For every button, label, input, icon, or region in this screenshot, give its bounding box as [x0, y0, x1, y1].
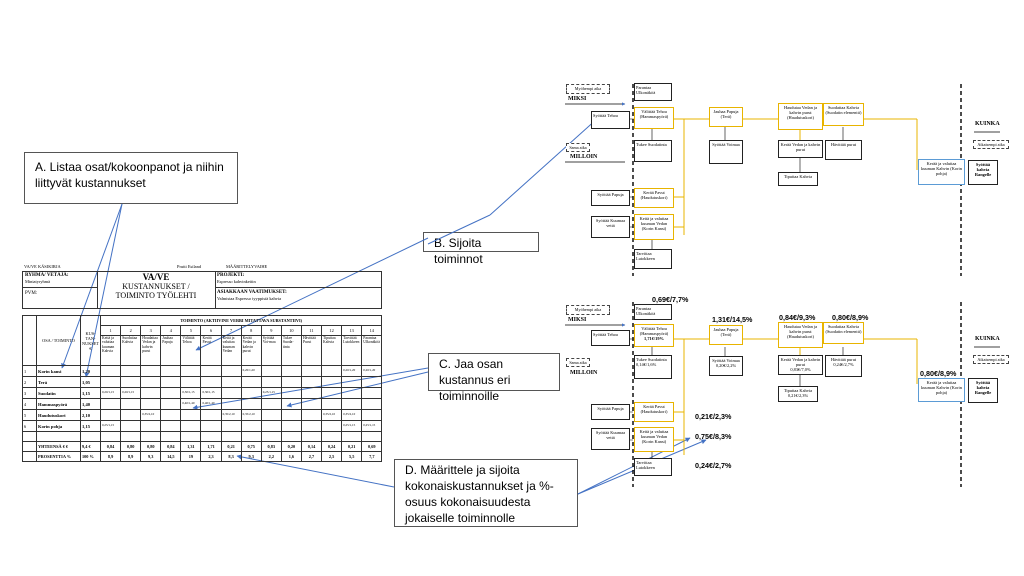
box-syottaa-kuumaa-top: Syöttää Kuumaa vettä [591, 216, 630, 238]
callout-c-text: C. Jaa osan kustannus eri toiminnoille [439, 357, 511, 403]
callout-a: A. Listaa osat/kokoonpanot ja niihin lii… [24, 152, 238, 204]
project-cell: PROJEKTI: Espresso kahvinkeitin ASIAKKAA… [215, 272, 381, 309]
callout-d: D. Määrittele ja sijoita kokonaiskustann… [394, 459, 578, 527]
box-syottaa-tehoa-bottom: Syöttää Tehoa [591, 330, 630, 346]
worksheet-top-left: VA/VE KÄSIKIRJA [24, 264, 61, 269]
cost-keraa-kahvin: 0,80€/8,9% [920, 369, 957, 378]
milloin-label-bottom: MILLOIN [570, 370, 598, 376]
cost-parantaa: 0,69€/7,7% [652, 295, 689, 304]
worksheet-top-right: MÄÄRITTELYVAIHE [226, 264, 268, 269]
group-value: Miniatyryhmä [25, 279, 51, 284]
kuinka-label-top: KUINKA [975, 121, 1000, 127]
callout-b: B. Sijoita toiminnot [423, 232, 539, 266]
percent-cell: 7,7 [361, 451, 383, 462]
cost-activity-table: OSA / TOIMINTO KUS-TAN-NUKSET € TOIMINTO… [22, 315, 383, 462]
cost-keraa-vedan: 0,83€/7,0% [790, 367, 811, 373]
group-cell: RYHMÄ/ VETÄJÄ: Miniatyryhmä PVM: [23, 272, 98, 309]
worksheet-header: RYHMÄ/ VETÄJÄ: Miniatyryhmä PVM: VA/VE K… [22, 271, 382, 309]
cost-valittaa: 1,71€/19% [644, 336, 664, 342]
group-label: RYHMÄ/ VETÄJÄ: [25, 273, 69, 278]
cost-jauhaa: 1,31€/14,5% [712, 315, 753, 324]
box-syottaa-papuja-top: Syöttää Papuja [591, 190, 630, 206]
box-parantaa-top: Parantaa Ulkonäköä [634, 83, 672, 101]
box-suodattaa-top: Suodattaa Kahvia(Suodatin elementti) [823, 103, 864, 126]
callout-a-text: A. Listaa osat/kokoonpanot ja niihin lii… [35, 160, 224, 190]
milloin-label: MILLOIN [570, 154, 598, 160]
box-havittaa-top: Hävittää purut [825, 140, 862, 160]
col-function-name: Keitä ja valuttaa kuuman Kahvia [99, 335, 122, 366]
cost-syottaa-voimaa: 0,20€/2,2% [715, 363, 737, 369]
worksheet-top-mid: Prutti Esiland [177, 264, 202, 269]
box-keitaa-top: Keitä ja valuttaa kuuman Vedan(Korin Kan… [634, 214, 674, 240]
box-jauhaa-bottom: Jauhaa Papuja(Terä) [709, 325, 743, 345]
cost-keraa-pavut: 0,21€/2,3% [695, 412, 732, 421]
box-parantaa-bottom: Parantaa Ulkonäköä [634, 304, 672, 320]
cost-tiputtaa: 0,21€/2,3% [787, 393, 809, 399]
box-tiputtaa-top: Tiputtaa Kahvia [778, 172, 818, 186]
box-jauhaa-top: Jauhaa Papuja(Terä) [709, 107, 743, 127]
box-syottaa-papuja-bottom: Syöttää Papuja [591, 404, 630, 420]
box-keraa-vedan-top: Kerää Vedan ja kahvin purut [778, 140, 823, 158]
later-time-box-bottom: Myöhempi aika [566, 305, 610, 315]
cost-havittaa: 0,24€/2,7% [833, 362, 854, 368]
callout-d-text: D. Määrittele ja sijoita kokonaiskustann… [405, 463, 554, 525]
header-osa: OSA / TOIMINTO [36, 315, 81, 366]
miksi-label: MIKSI [568, 96, 587, 102]
later-time-box: Myöhempi aika [566, 84, 610, 94]
box-tarvittaa-bottom: Tarvittaa Lutokkeen [634, 458, 672, 476]
cost-suodattaa: 0,80€/8,9% [832, 313, 869, 322]
callout-b-text: B. Sijoita toiminnot [434, 236, 483, 266]
requirements-value: Valmistaa Espresso tyyppistä kahvia [217, 296, 282, 301]
box-keitaa-bottom: Keitä ja valuttaa kuuman Vedan(Korin Kan… [634, 427, 674, 452]
cost-haudutus: 0,84€/9,3% [779, 313, 816, 322]
box-valittaa-top: Välittää Tehoa(Hammaspyörä) [634, 107, 674, 129]
box-haudutus-bottom: Haudutaa Vedan ja kahvin purut(Haudutusk… [778, 322, 823, 348]
box-syottaa-kahvia-bottom: Syöttää kahvia Rangelle [968, 378, 998, 403]
miksi-label-bottom: MIKSI [568, 317, 587, 323]
project-label: PROJEKTI: [217, 273, 245, 278]
requirements-label: ASIAKKAAN VAATIMUKSET: [217, 290, 287, 295]
callout-c: C. Jaa osan kustannus eri toiminnoille [428, 353, 560, 403]
cost-tarvittaa: 0,24€/2,7% [695, 461, 732, 470]
title-cell: VA/VE KUSTANNUKSET / TOIMINTO TYÖLEHTI [97, 272, 216, 309]
title-line2: KUSTANNUKSET / [122, 282, 190, 291]
box-tukee-top: Tukee Suodatinta [634, 140, 672, 162]
kuinka-label-bottom: KUINKA [975, 336, 1000, 342]
box-syottaa-kuumaa-bottom: Syöttää Kuumaa vettä [591, 428, 630, 450]
box-keraa-pavut-top: Kerää Pavut(Haudutuskori) [634, 188, 674, 208]
same-time-box: Sama aika [566, 143, 590, 152]
cost-tukee: 0,14€/1,6% [636, 362, 657, 368]
box-haudutus-top: Haudutaa Vedan ja kahvin purut(Haudutusk… [778, 103, 823, 130]
box-keraa-kahvin-top: Kerää ja valuttaa kuuman Kahvin (Korin p… [918, 159, 965, 185]
earlier-time-box-top: Aikaisempi aika [973, 140, 1009, 149]
project-value: Espresso kahvinkeitin [217, 279, 256, 284]
same-time-box-bottom: Sama aika [566, 358, 590, 367]
box-syottaa-tehoa-top: Syöttää Tehoa [591, 111, 630, 129]
title-line3: TOIMINTO TYÖLEHTI [115, 291, 197, 300]
box-suodattaa-bottom: Suodattaa Kahvia(Suodatin elementti) [823, 322, 864, 344]
pvm-label: PVM: [25, 291, 38, 296]
title-line1: VA/VE [142, 272, 170, 282]
col-function-name: Välittää Tehoa [180, 335, 202, 366]
box-valittaa-bottom: Välittää Tehoa(Hammaspyörä)1,71€/19% [634, 324, 674, 347]
box-syottaa-kahvia-top: Syöttää kahvia Rangelle [968, 160, 998, 185]
earlier-time-box-bottom: Aikaisempi aika [973, 355, 1009, 364]
box-keraa-pavut-bottom: Kerää Pavut(Haudutuskori) [634, 402, 674, 422]
box-syottaa-voimaa-top: Syöttää Voimaa [709, 140, 743, 164]
cost-keitaa: 0,75€/8,3% [695, 432, 732, 441]
box-keraa-kahvin-bottom: Kerää ja valuttaa kuuman Kahvin (Korin p… [918, 378, 965, 402]
box-tarvittaa-top: Tarvittaa Lutokkeen [634, 249, 672, 269]
